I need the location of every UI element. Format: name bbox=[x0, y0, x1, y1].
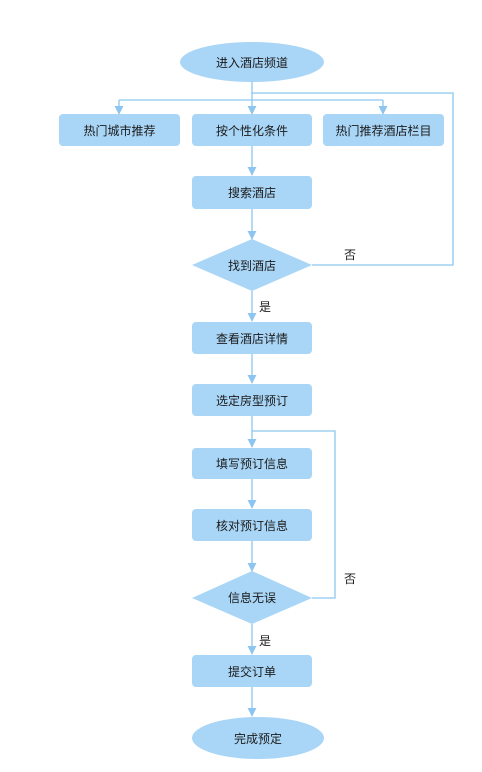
found-hotel-decision-label: 找到酒店 bbox=[227, 258, 276, 273]
personal-filter-node: 按个性化条件 bbox=[192, 114, 312, 146]
decision-info-ok-shape bbox=[192, 571, 312, 624]
fill-info-node: 填写预订信息 bbox=[192, 448, 312, 479]
search-hotel-node: 搜索酒店 bbox=[192, 176, 312, 209]
fill-info-node-label: 填写预订信息 bbox=[215, 457, 288, 471]
check-info-node: 核对预订信息 bbox=[192, 509, 312, 541]
finish-node: 完成预定 bbox=[192, 717, 324, 759]
view-details-node-label: 查看酒店详情 bbox=[215, 331, 288, 346]
finish-node-label: 完成预定 bbox=[233, 731, 282, 746]
connector-found-no-loop bbox=[252, 92, 454, 266]
personal-filter-node-label: 按个性化条件 bbox=[215, 123, 288, 138]
search-hotel-node-label: 搜索酒店 bbox=[227, 186, 276, 200]
start-node: 进入酒店频道 bbox=[180, 42, 324, 82]
start-node-label: 进入酒店频道 bbox=[215, 55, 288, 70]
found-yes-label: 是 bbox=[259, 300, 272, 314]
info-ok-decision: 信息无误 bbox=[192, 571, 312, 624]
info-ok-decision-label: 信息无误 bbox=[227, 591, 276, 605]
check-info-node-label: 核对预订信息 bbox=[215, 518, 288, 533]
info-yes-label: 是 bbox=[259, 634, 272, 648]
hot-hotel-column-node: 热门推荐酒店栏目 bbox=[323, 114, 444, 146]
decision-found-hotel-shape bbox=[192, 239, 312, 291]
hot-hotel-column-node-label: 热门推荐酒店栏目 bbox=[335, 123, 432, 138]
select-room-node-label: 选定房型预订 bbox=[215, 393, 288, 408]
info-no-label: 否 bbox=[344, 572, 357, 586]
found-no-label: 否 bbox=[344, 248, 357, 262]
view-details-node: 查看酒店详情 bbox=[192, 322, 312, 354]
submit-order-node: 提交订单 bbox=[192, 655, 312, 687]
hot-city-node-label: 热门城市推荐 bbox=[83, 123, 156, 138]
select-room-node: 选定房型预订 bbox=[192, 384, 312, 416]
submit-order-node-label: 提交订单 bbox=[227, 664, 276, 679]
found-hotel-decision: 找到酒店 bbox=[192, 239, 312, 291]
hot-city-node: 热门城市推荐 bbox=[59, 114, 180, 146]
connector-info-no-loop bbox=[252, 430, 336, 599]
